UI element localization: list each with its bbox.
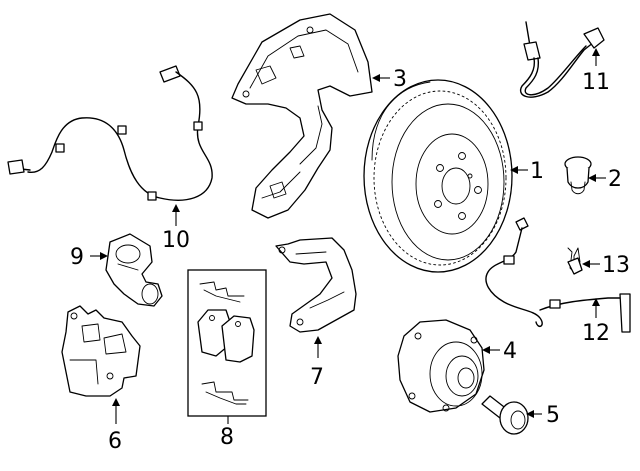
callout-2: 2 [608,167,622,192]
callout-1: 1 [530,159,544,184]
callout-3: 3 [393,67,407,92]
callout-11: 11 [582,70,610,95]
callout-5: 5 [546,403,560,428]
wheel-bolt [481,395,529,435]
callout-6: 6 [108,429,122,454]
callout-4: 4 [503,339,517,364]
sensor-wire-lower [485,217,631,333]
retaining-clip [567,247,583,275]
wheel-hub [397,319,485,413]
callout-7: 7 [310,365,324,390]
brake-rotor [363,79,513,273]
pad-kit-box [187,269,267,417]
brake-pad-kit [187,269,267,417]
callout-labels: 1 2 3 4 5 6 7 8 9 10 11 12 13 [70,67,630,454]
caliper-bracket [275,237,357,333]
callout-10: 10 [162,228,190,253]
brake-actuator [105,233,163,307]
bolt-cap [564,156,592,195]
dust-shield [231,13,373,219]
callout-9: 9 [70,245,84,270]
sensor-wire-long [7,65,213,201]
callout-13: 13 [602,253,630,278]
wear-sensor-upper [519,21,605,98]
leaders [90,48,606,424]
callout-8: 8 [220,425,234,450]
callout-12: 12 [582,321,610,346]
caliper-housing [61,305,141,397]
